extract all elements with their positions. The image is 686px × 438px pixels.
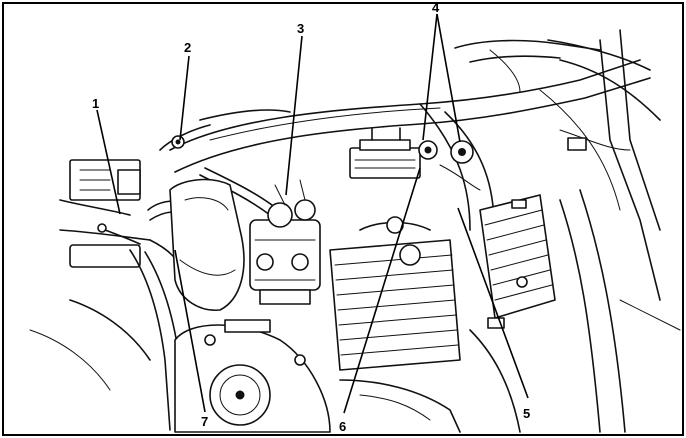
callout-7: 7 [201,414,208,429]
leader-2 [179,55,190,141]
callout-1: 1 [92,96,99,111]
leader-lines [96,13,529,414]
lower-frame [29,189,681,433]
callout-6: 6 [339,419,346,434]
radiator [479,194,556,329]
leader-7 [174,249,206,413]
callout-5: 5 [523,406,530,421]
callout-3: 3 [297,21,304,36]
crankcase [174,319,461,433]
callout-4: 4 [432,0,440,15]
ignition-coil-assembly [349,127,481,191]
callout-labels: 1 2 3 4 5 6 7 [92,0,530,434]
engine-cylinder [329,216,461,371]
leader-4b [436,13,461,143]
carburetors [249,179,321,305]
main-frame [169,39,661,233]
callout-2: 2 [184,40,191,55]
leader-6 [343,167,421,414]
leader-3 [285,35,303,196]
leader-4a [422,13,438,141]
leader-5 [457,207,529,399]
air-box [159,109,291,311]
leader-1 [96,109,121,215]
rear-structure [454,29,661,301]
left-electrical-box [59,159,151,268]
